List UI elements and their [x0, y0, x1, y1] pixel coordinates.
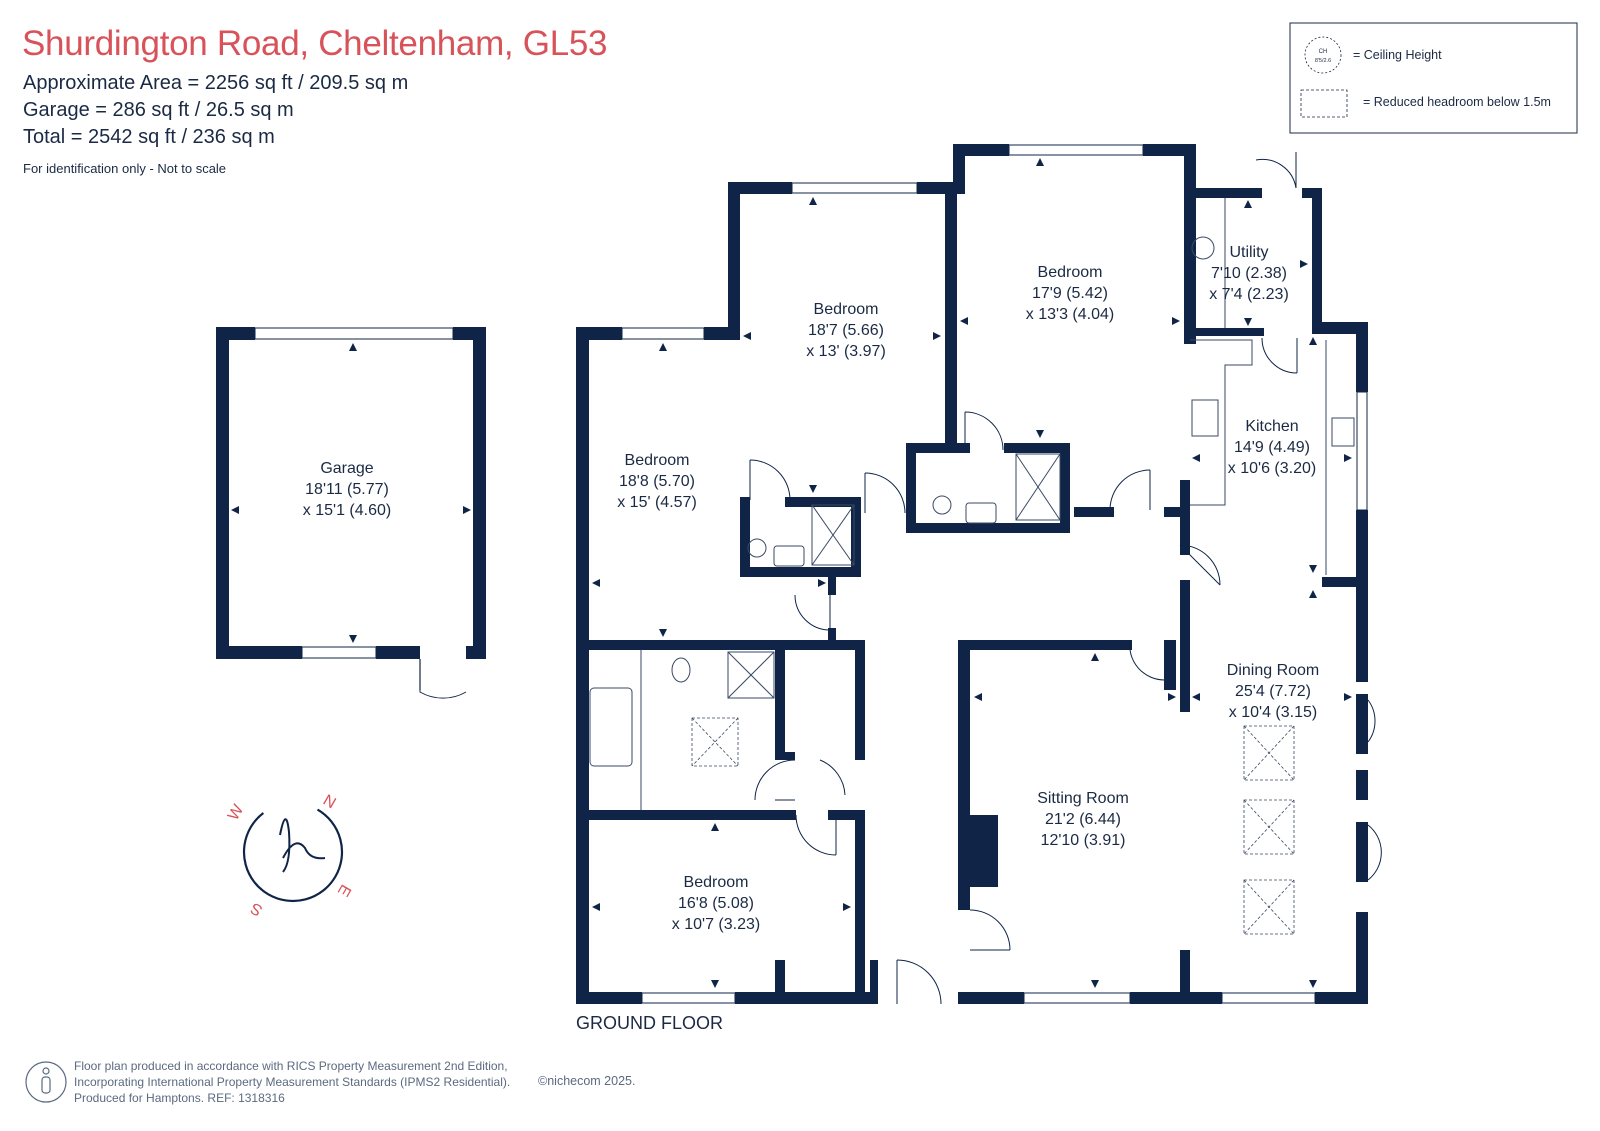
bath-icon: [589, 687, 633, 767]
compass-south: S: [248, 899, 266, 919]
reduced-headroom-icon: [1300, 89, 1348, 118]
basin-icon: [773, 545, 805, 567]
legend-reduced-label: = Reduced headroom below 1.5m: [1363, 95, 1551, 109]
toilet-icon: [671, 657, 691, 683]
approximate-area: Approximate Area = 2256 sq ft / 209.5 sq…: [23, 72, 409, 94]
compass-west: W: [225, 801, 248, 823]
toilet-icon: [932, 495, 952, 515]
room-dim1: 18'7 (5.66): [807, 322, 884, 339]
room-kitchen: Kitchen 14'9 (4.49) x 10'6 (3.20): [1228, 416, 1316, 479]
shower-tray-icon: [1015, 453, 1061, 521]
floor-label: GROUND FLOOR: [576, 1013, 724, 1033]
room-utility: Utility 7'10 (2.38) x 7'4 (2.23): [1209, 242, 1289, 305]
toilet-icon: [747, 538, 767, 558]
identification-note: For identification only - Not to scale: [23, 161, 227, 176]
garage: [216, 327, 486, 699]
house-walls: [576, 144, 1368, 1004]
footer-text: Floor plan produced in accordance with R…: [74, 1058, 510, 1106]
room-name: Dining Room: [1226, 662, 1320, 679]
dimension-arrows: [231, 158, 1352, 988]
room-name: Bedroom: [683, 874, 749, 891]
footer-line-1: Floor plan produced in accordance with R…: [74, 1059, 508, 1073]
ceiling-symbol-value: 8'5/2.6: [1315, 58, 1331, 64]
ceiling-height-icon: CH 8'5/2.6: [1304, 36, 1342, 74]
legend-box: CH 8'5/2.6: [1289, 22, 1578, 134]
room-name: Bedroom: [813, 301, 879, 318]
room-name: Garage: [320, 460, 374, 477]
room-dim1: 14'9 (4.49): [1234, 439, 1310, 456]
garage-area: Garage = 286 sq ft / 26.5 sq m: [23, 99, 294, 121]
room-dim2: x 10'6 (3.20): [1227, 460, 1317, 477]
room-dim2: x 10'4 (3.15): [1228, 704, 1318, 721]
compass-east: E: [334, 881, 354, 899]
room-dim1: 7'10 (2.38): [1210, 265, 1287, 282]
room-name: Kitchen: [1245, 418, 1299, 435]
washing-machine-icon: [1191, 236, 1215, 260]
room-name: Sitting Room: [1037, 790, 1129, 807]
room-name: Utility: [1229, 244, 1269, 261]
door-swings: [749, 152, 1382, 1005]
room-dim1: 17'9 (5.42): [1032, 285, 1108, 302]
total-area: Total = 2542 sq ft / 236 sq m: [23, 126, 275, 148]
footer-line-3: Produced for Hamptons. REF: 1318316: [74, 1091, 285, 1105]
room-bedroom-2: Bedroom 18'7 (5.66) x 13' (3.97): [806, 299, 886, 362]
room-dim1: 21'2 (6.44): [1045, 811, 1121, 828]
room-name: Bedroom: [1037, 264, 1103, 281]
room-dim1: 16'8 (5.08): [678, 895, 754, 912]
room-name: Bedroom: [624, 452, 690, 469]
footer-line-2: Incorporating International Property Mea…: [74, 1075, 511, 1089]
reduced-headroom-areas: [691, 717, 1295, 935]
legend-ceiling-label: = Ceiling Height: [1353, 48, 1442, 62]
hob-icon: [1191, 399, 1219, 437]
fixtures: [589, 198, 1355, 810]
copyright: ©nichecom 2025.: [538, 1074, 636, 1088]
room-dim2: x 15'1 (4.60): [302, 502, 392, 519]
info-person-icon: [25, 1061, 67, 1103]
room-sitting: Sitting Room 21'2 (6.44) 12'10 (3.91): [1037, 788, 1129, 851]
ceiling-symbol-text: CH: [1319, 49, 1328, 55]
room-dim1: 18'8 (5.70): [618, 473, 695, 490]
room-bedroom-1: Bedroom 18'8 (5.70) x 15' (4.57): [617, 450, 697, 513]
room-dim2: x 7'4 (2.23): [1209, 286, 1289, 303]
room-dim1: 25'4 (7.72): [1234, 683, 1311, 700]
basin-icon: [965, 502, 997, 524]
compass-logo-icon: N E S W: [225, 792, 354, 919]
room-dining: Dining Room 25'4 (7.72) x 10'4 (3.15): [1227, 660, 1319, 723]
sink-icon: [1331, 417, 1355, 447]
room-dim2: x 13' (3.97): [806, 343, 886, 360]
shower-tray-icon: [811, 504, 855, 566]
room-bedroom-4: Bedroom 16'8 (5.08) x 10'7 (3.23): [672, 872, 760, 935]
room-bedroom-3: Bedroom 17'9 (5.42) x 13'3 (4.04): [1026, 262, 1114, 325]
room-dim1: 18'11 (5.77): [305, 481, 389, 498]
room-dim2: x 15' (4.57): [617, 494, 697, 511]
shower-tray-icon: [727, 651, 775, 699]
room-garage: Garage 18'11 (5.77) x 15'1 (4.60): [303, 458, 391, 521]
page-title: Shurdington Road, Cheltenham, GL53: [22, 24, 608, 63]
room-dim2: x 13'3 (4.04): [1025, 306, 1115, 323]
compass-north: N: [320, 792, 339, 813]
room-dim2: x 10'7 (3.23): [671, 916, 761, 933]
room-dim2: 12'10 (3.91): [1040, 832, 1126, 849]
